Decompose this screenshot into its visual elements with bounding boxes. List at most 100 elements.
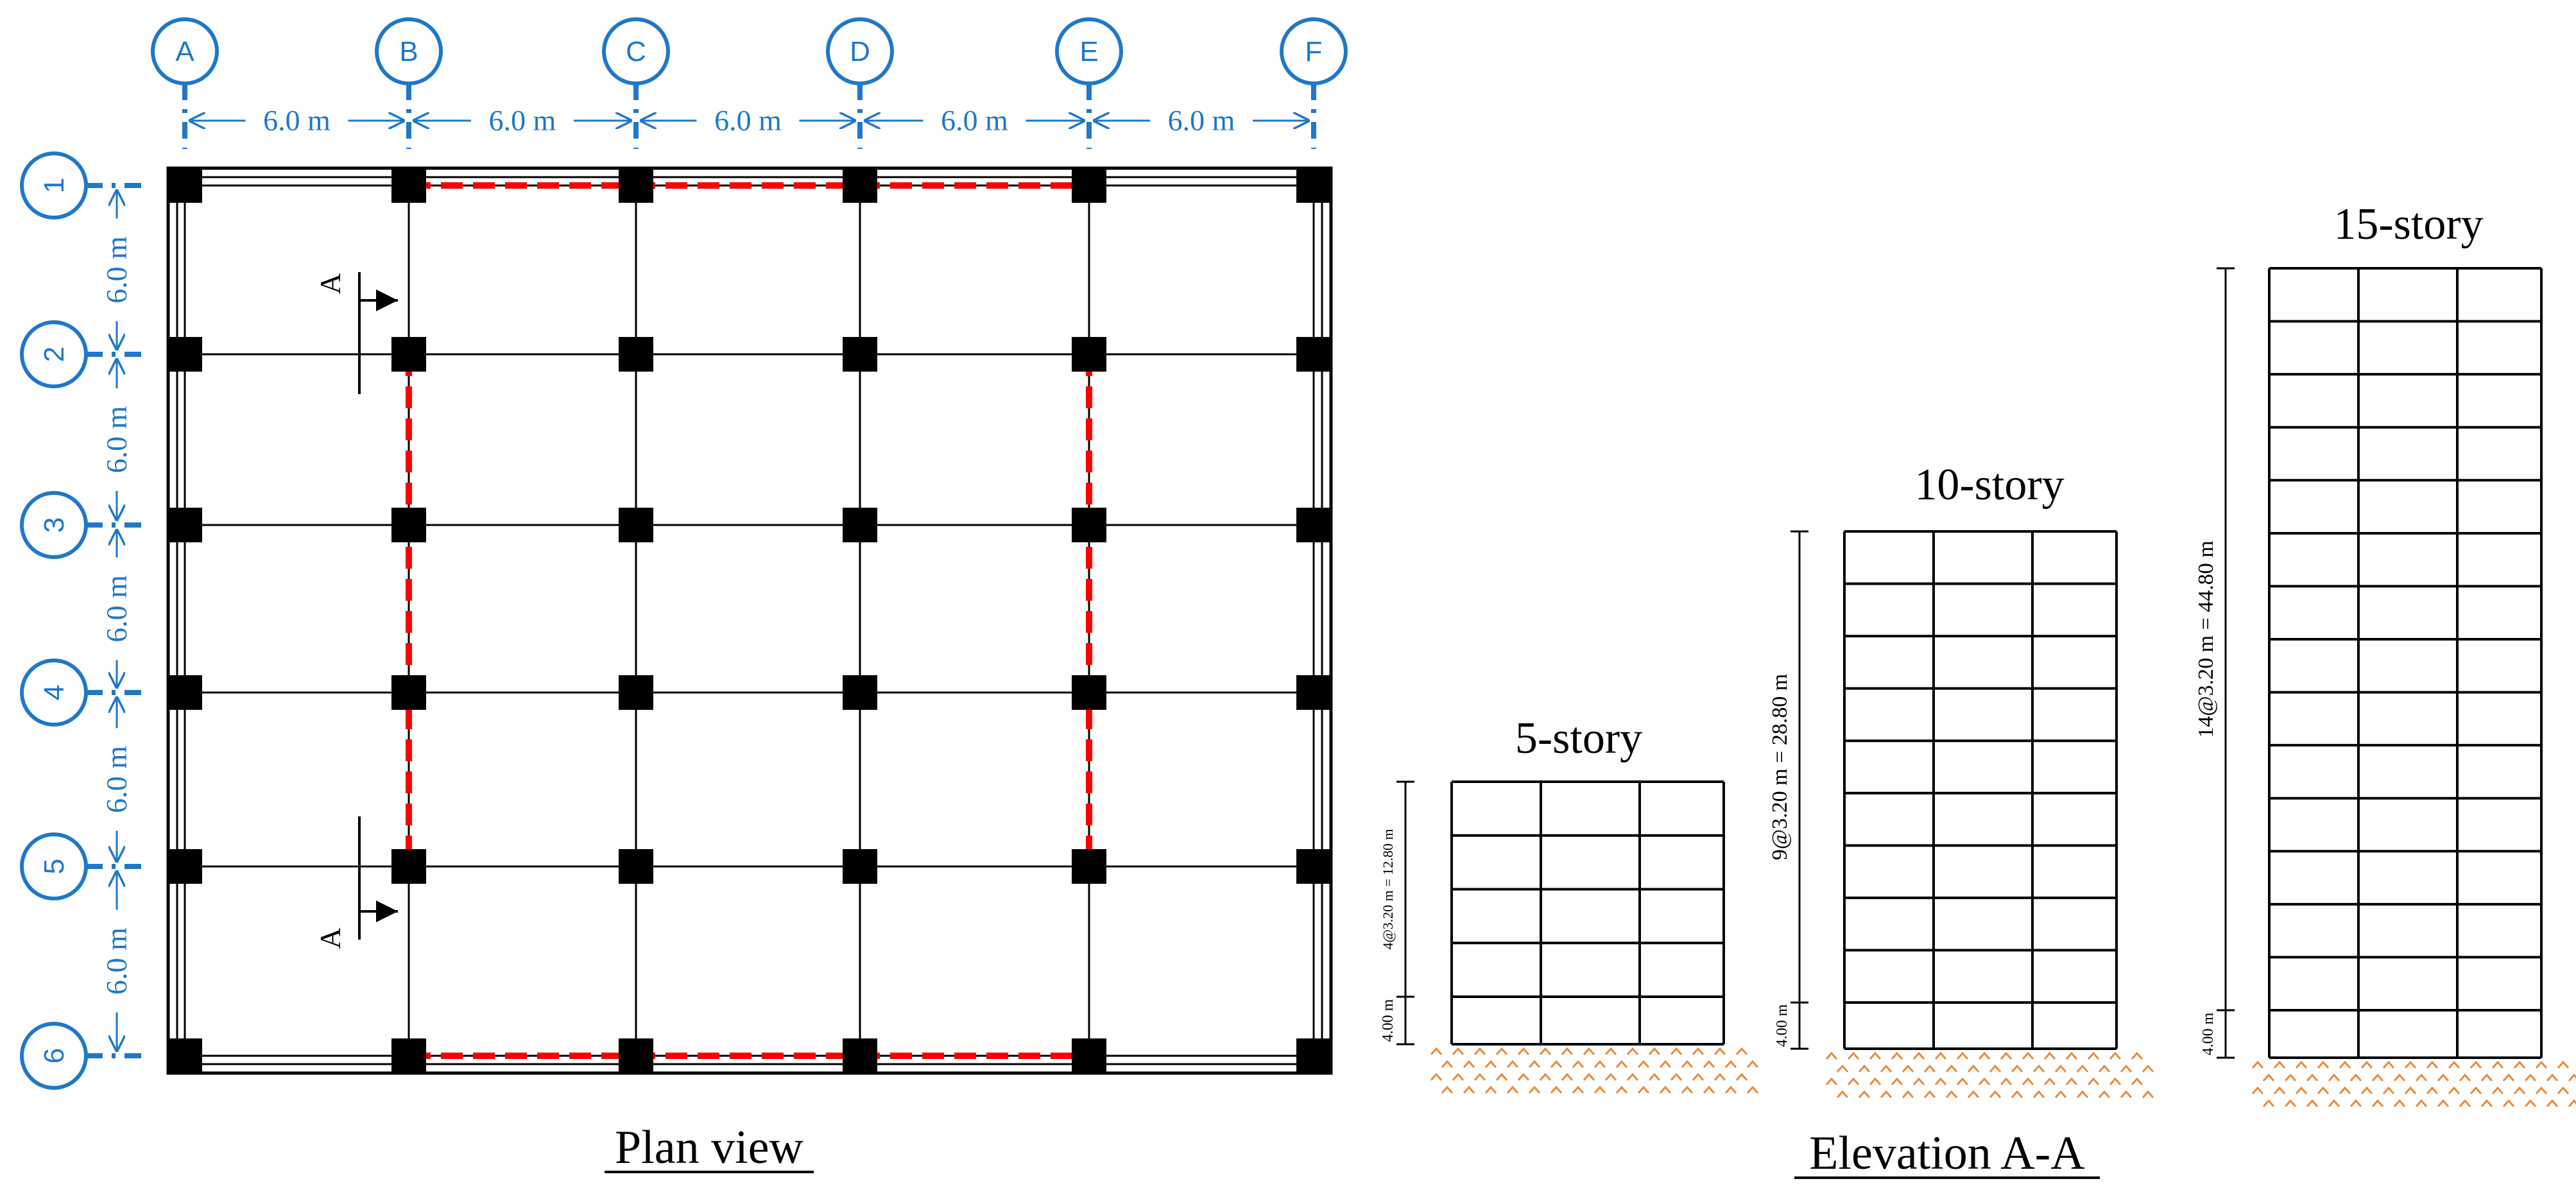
soil-hatch: [1539, 1047, 1552, 1055]
soil-hatch: [2087, 1051, 2100, 1060]
soil-hatch: [1583, 1047, 1595, 1055]
soil-hatch: [1735, 1072, 1748, 1081]
soil-hatch: [1880, 1064, 1893, 1072]
soil-hatch: [2043, 1077, 2056, 1085]
soil-hatch: [1637, 1085, 1650, 1094]
soil-hatch: [1561, 1072, 1574, 1081]
soil-hatch: [1713, 1072, 1726, 1081]
soil-hatch: [1891, 1051, 1903, 1060]
soil-hatch: [2011, 1064, 2023, 1072]
soil-hatch: [2349, 1073, 2362, 1081]
soil-hatch: [1746, 1085, 1759, 1094]
soil-hatch: [2557, 1060, 2570, 1069]
plan-caption: Plan view: [615, 1121, 803, 1174]
dimension-label: 6.0 m: [100, 746, 133, 813]
ground-story-dimension: 4.00 m: [2200, 1012, 2217, 1055]
section-mark-label: A: [314, 273, 347, 294]
upper-stories-dimension: 4@3.20 m = 12.80 m: [1380, 829, 1396, 950]
soil-hatch: [2142, 1090, 2154, 1098]
soil-hatch: [1912, 1077, 1925, 1085]
soil-hatch: [2339, 1086, 2351, 1094]
soil-hatch: [1934, 1051, 1947, 1060]
soil-hatch: [1648, 1072, 1661, 1081]
soil-hatch: [1724, 1085, 1737, 1094]
grid-label-col: B: [399, 36, 418, 67]
dimension-label: 6.0 m: [100, 927, 133, 995]
soil-hatch: [2251, 1060, 2264, 1069]
soil-hatch: [2295, 1086, 2308, 1094]
soil-hatch: [1495, 1072, 1508, 1081]
soil-hatch: [2000, 1077, 2013, 1085]
soil-hatch: [1593, 1060, 1606, 1068]
soil-hatch: [2382, 1060, 2395, 1069]
soil-hatch: [2317, 1086, 2330, 1094]
soil-hatch: [1967, 1090, 1980, 1098]
soil-hatch: [2022, 1077, 2034, 1085]
soil-hatch: [1703, 1085, 1715, 1094]
soil-hatch: [2306, 1099, 2319, 1107]
soil-hatch: [1681, 1085, 1694, 1094]
soil-hatch: [2502, 1073, 2515, 1081]
soil-hatch: [2437, 1099, 2450, 1107]
soil-hatch: [2262, 1073, 2275, 1081]
ground-story-dimension: 4.00 m: [1380, 999, 1396, 1042]
soil-hatch: [1847, 1051, 1860, 1060]
soil-hatch: [1550, 1060, 1563, 1068]
soil-hatch: [2120, 1090, 2133, 1098]
dimension-label: 6.0 m: [714, 104, 782, 137]
soil-hatch: [2098, 1064, 2111, 1072]
soil-hatch: [2404, 1086, 2417, 1094]
column-D4: [843, 675, 877, 710]
soil-hatch: [2054, 1090, 2067, 1098]
column-C5: [619, 849, 653, 884]
slab-outer-edge: [166, 166, 1333, 1075]
soil-hatch: [1869, 1077, 1882, 1085]
soil-hatch: [1473, 1047, 1486, 1055]
soil-hatch: [1495, 1047, 1508, 1055]
upper-stories-dimension: 9@3.20 m = 28.80 m: [1768, 674, 1792, 860]
soil-hatch: [2382, 1086, 2395, 1094]
soil-hatch: [1441, 1060, 1454, 1068]
soil-hatch: [1836, 1090, 1849, 1098]
soil-hatch: [1659, 1085, 1672, 1094]
column-E1: [1072, 168, 1106, 203]
column-A3: [167, 508, 202, 542]
soil-hatch: [1626, 1047, 1639, 1055]
elevation-title: 15-story: [2333, 200, 2483, 249]
soil-hatch: [2295, 1060, 2308, 1069]
soil-hatch: [1891, 1077, 1903, 1085]
soil-hatch: [1648, 1047, 1661, 1055]
soil-hatch: [1561, 1047, 1574, 1055]
soil-hatch: [1956, 1077, 1969, 1085]
column-B2: [391, 337, 426, 372]
column-D2: [843, 337, 877, 372]
soil-hatch: [1430, 1047, 1443, 1055]
column-D6: [843, 1038, 877, 1073]
grid-label-row: 2: [39, 347, 70, 362]
soil-hatch: [2317, 1060, 2330, 1069]
soil-hatch: [2360, 1086, 2373, 1094]
soil-hatch: [2339, 1060, 2351, 1069]
soil-hatch: [1978, 1051, 1991, 1060]
soil-hatch: [1441, 1085, 1454, 1094]
soil-hatch: [2032, 1064, 2045, 1072]
soil-hatch: [2109, 1051, 2122, 1060]
soil-hatch: [2262, 1099, 2275, 1107]
soil-hatch: [1452, 1072, 1464, 1081]
dimension-label: 6.0 m: [1168, 104, 1235, 137]
soil-hatch: [2448, 1086, 2460, 1094]
column-A5: [167, 849, 202, 884]
section-mark-label: A: [314, 927, 347, 949]
soil-hatch: [2491, 1086, 2504, 1094]
column-C3: [619, 508, 653, 542]
soil-hatch: [2546, 1073, 2559, 1081]
soil-hatch: [2469, 1086, 2482, 1094]
soil-hatch: [2502, 1099, 2515, 1107]
soil-hatch: [1746, 1060, 1759, 1068]
soil-hatch: [2000, 1051, 2013, 1060]
soil-hatch: [1692, 1072, 1704, 1081]
soil-hatch: [2142, 1064, 2154, 1072]
